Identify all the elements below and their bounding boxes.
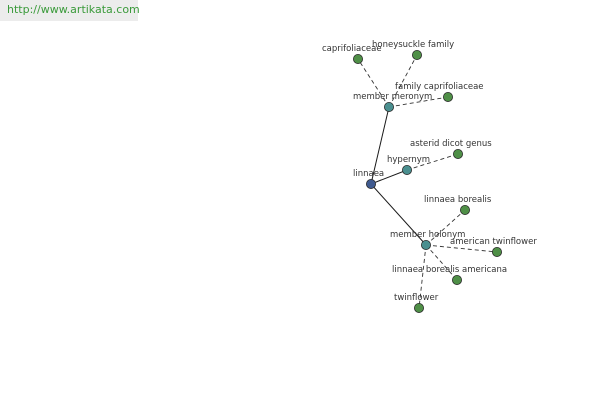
node-label-american-twinflower[interactable]: american twinflower	[450, 237, 537, 247]
node-label-hypernym[interactable]: hypernym	[387, 155, 430, 165]
node-linnaea-borealis-americana[interactable]	[451, 274, 462, 285]
node-label-caprifoliaceae[interactable]: caprifoliaceae	[322, 44, 382, 54]
node-member-holonym[interactable]	[420, 239, 431, 250]
node-label-asterid-dicot-genus[interactable]: asterid dicot genus	[410, 139, 492, 149]
edge-hypernym-asterid-dicot-genus	[406, 153, 459, 171]
node-asterid-dicot-genus[interactable]	[452, 148, 463, 159]
node-hypernym[interactable]	[401, 164, 412, 175]
edge-linnaea-member-holonym	[370, 183, 427, 246]
node-label-honeysuckle-family[interactable]: honeysuckle family	[372, 40, 454, 50]
node-honeysuckle-family[interactable]	[411, 50, 422, 61]
node-label-member-holonym[interactable]: member holonym	[390, 230, 465, 240]
edge-member-holonym-american-twinflower	[425, 244, 498, 253]
nodes-layer	[352, 50, 502, 313]
node-label-family-caprifoliaceae[interactable]: family caprifoliaceae	[395, 82, 484, 92]
edge-member-meronym-family-caprifoliaceae	[388, 96, 449, 108]
node-linnaea-borealis[interactable]	[459, 204, 470, 215]
edge-member-holonym-linnaea-borealis-americana	[425, 244, 458, 281]
site-url[interactable]: http://www.artikata.com	[0, 0, 140, 21]
node-linnaea[interactable]	[365, 178, 376, 189]
node-american-twinflower[interactable]	[491, 246, 502, 257]
edge-member-meronym-honeysuckle-family	[388, 54, 418, 108]
node-caprifoliaceae[interactable]	[352, 54, 363, 65]
edge-member-holonym-twinflower	[418, 244, 427, 309]
labels-layer: linnaea member meronym hypernym member holo…	[322, 40, 537, 303]
node-label-linnaea-borealis-americana[interactable]: linnaea borealis americana	[392, 265, 507, 275]
node-label-twinflower[interactable]: twinflower	[394, 293, 439, 303]
node-family-caprifoliaceae[interactable]	[442, 92, 453, 103]
node-label-member-meronym[interactable]: member meronym	[353, 92, 432, 102]
node-member-meronym[interactable]	[383, 102, 394, 113]
node-label-linnaea-borealis[interactable]: linnaea borealis	[424, 195, 492, 205]
node-label-linnaea[interactable]: linnaea	[353, 169, 384, 179]
node-twinflower[interactable]	[413, 302, 424, 313]
edge-member-holonym-linnaea-borealis	[425, 209, 466, 246]
edge-linnaea-hypernym	[370, 169, 408, 185]
edge-linnaea-member-meronym	[370, 106, 390, 185]
edges-layer	[357, 54, 498, 309]
edge-member-meronym-caprifoliaceae	[357, 58, 390, 108]
